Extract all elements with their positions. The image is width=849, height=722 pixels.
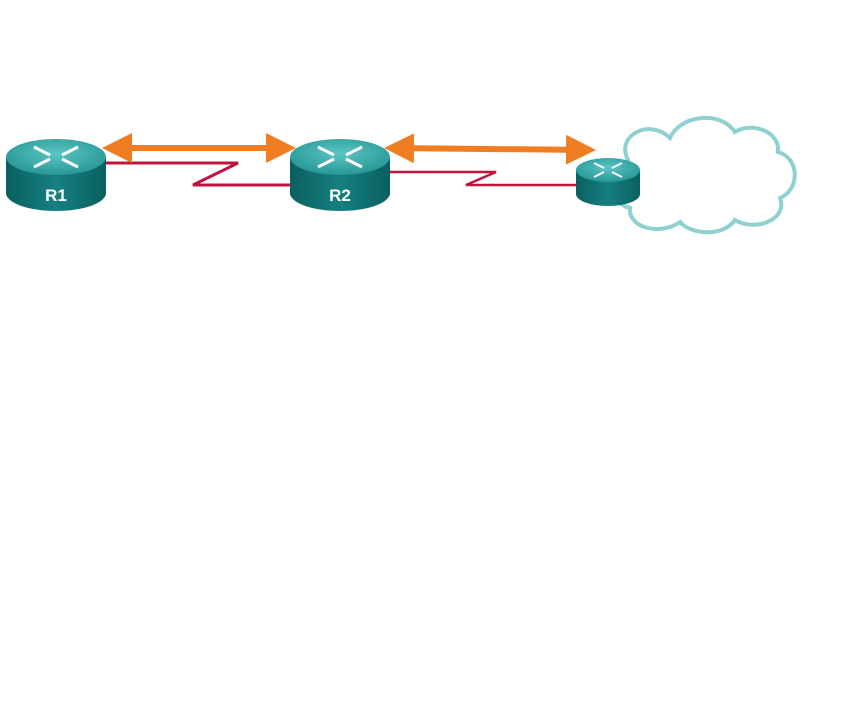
- serial-link-r1-r2: [106, 161, 295, 187]
- router-r2[interactable]: R2: [290, 139, 390, 211]
- router-top: [6, 139, 106, 175]
- router-arrows-icon: [33, 145, 79, 169]
- cloud-network: [612, 115, 797, 235]
- router-arrows-icon: [317, 145, 363, 169]
- serial-link-r2-isp: [388, 170, 578, 187]
- router-label: R2: [329, 186, 351, 205]
- router-r1[interactable]: R1: [6, 139, 106, 211]
- router-top: [290, 139, 390, 175]
- router-arrows-icon: [593, 162, 623, 178]
- arrow-r2-isp: [384, 133, 596, 165]
- cloud-outline: [612, 115, 797, 235]
- router-top: [576, 158, 640, 182]
- router-isp[interactable]: [576, 158, 640, 206]
- router-label: R1: [45, 186, 67, 205]
